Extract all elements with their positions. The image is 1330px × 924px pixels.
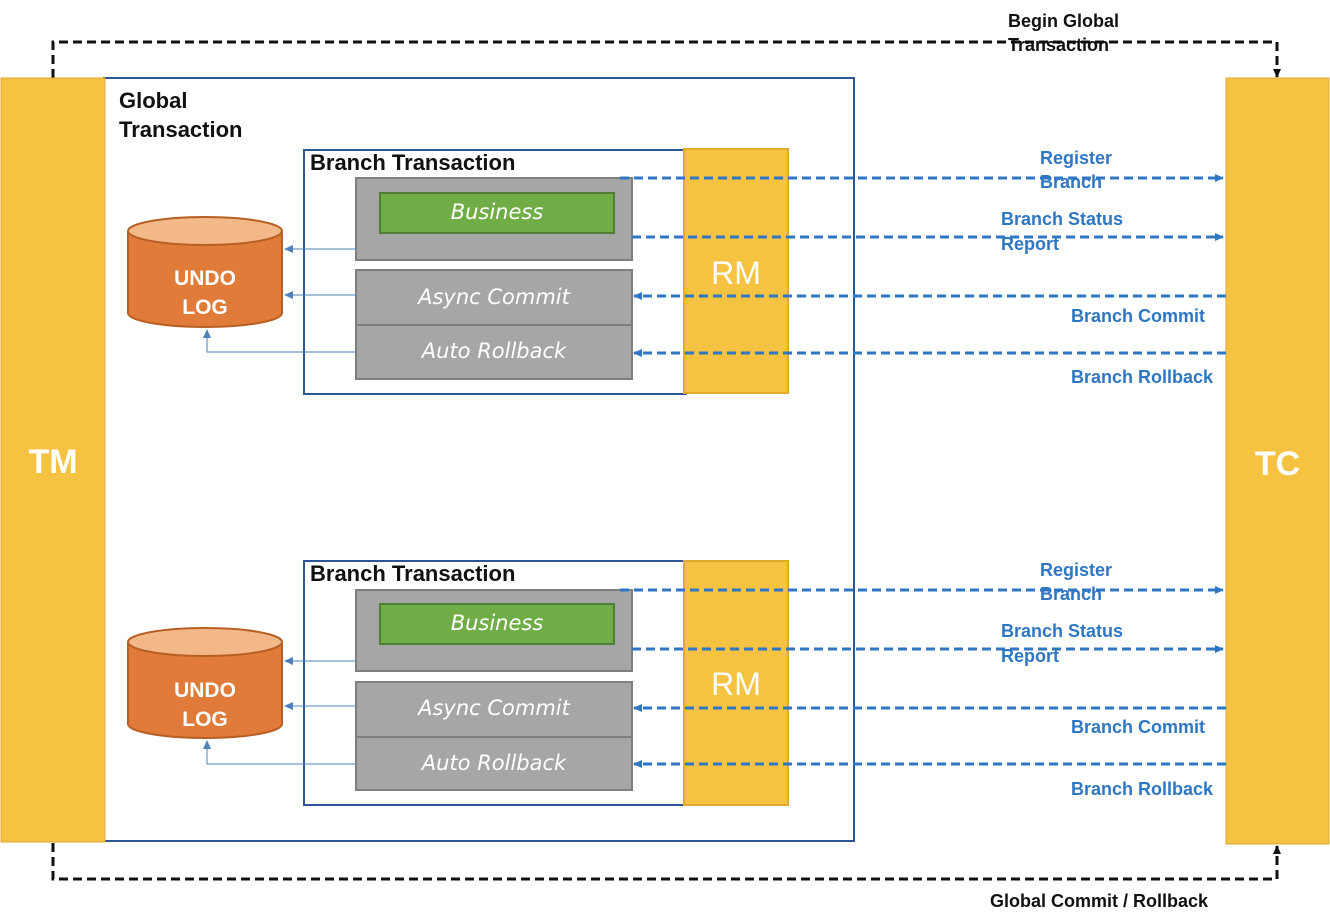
business-inner-1 (379, 192, 615, 234)
tm-bar (0, 77, 106, 843)
tc-label: TC (1254, 445, 1301, 483)
branch-title-2: Branch Transaction (310, 561, 516, 586)
async-commit-box-1 (355, 269, 633, 326)
auto-rollback-label-2: Auto Rollback (421, 751, 567, 775)
global-transaction-title-line2: Transaction (119, 117, 243, 142)
branch-status-label-2a: Branch Status (1001, 621, 1124, 641)
undo-log-label-2a: UNDO (174, 679, 236, 702)
undo-log-label-1b: LOG (182, 296, 228, 319)
branch-status-label-2b: Report (1001, 646, 1059, 666)
auto-rollback-label-1: Auto Rollback (421, 339, 567, 363)
rm-label-2: RM (711, 666, 761, 702)
global-commit-line (51, 843, 1281, 881)
branch-status-label-1b: Report (1001, 234, 1059, 254)
begin-global-label-line1: Begin Global (1008, 11, 1120, 31)
branch-rollback-label-1: Branch Rollback (1071, 367, 1214, 387)
business-inner-2 (379, 603, 615, 645)
async-commit-label-2: Async Commit (418, 696, 570, 720)
business-label-2: Business (450, 611, 544, 635)
register-branch-label-2a: Register (1040, 560, 1113, 580)
register-branch-label-1a: Register (1040, 148, 1113, 168)
auto-rollback-box-1 (355, 324, 633, 380)
async-commit-label-1: Async Commit (418, 285, 570, 309)
branch-title-1: Branch Transaction (310, 150, 516, 175)
branch-status-label-1a: Branch Status (1001, 209, 1124, 229)
undo-log-cylinder-1 (127, 216, 283, 328)
register-branch-label-1b: Branch (1040, 172, 1103, 192)
tm-label: TM (28, 443, 78, 481)
begin-global-label-line2: Transaction (1008, 35, 1110, 55)
auto-rollback-box-2 (355, 736, 633, 791)
branch-commit-label-1: Branch Commit (1071, 306, 1206, 326)
business-label-1: Business (450, 200, 544, 224)
register-branch-label-2b: Branch (1040, 584, 1103, 604)
undo-log-label-2b: LOG (182, 708, 228, 731)
async-commit-box-2 (355, 681, 633, 738)
global-transaction-title-line1: Global (119, 88, 188, 113)
branch-rollback-label-2: Branch Rollback (1071, 779, 1214, 799)
global-commit-rollback-label: Global Commit / Rollback (990, 891, 1209, 911)
branch-commit-label-2: Branch Commit (1071, 717, 1206, 737)
rm-label-1: RM (711, 255, 761, 291)
begin-global-line (51, 40, 1281, 78)
undo-log-label-1a: UNDO (174, 267, 236, 290)
tc-bar (1225, 77, 1330, 845)
undo-log-cylinder-2 (127, 627, 283, 739)
